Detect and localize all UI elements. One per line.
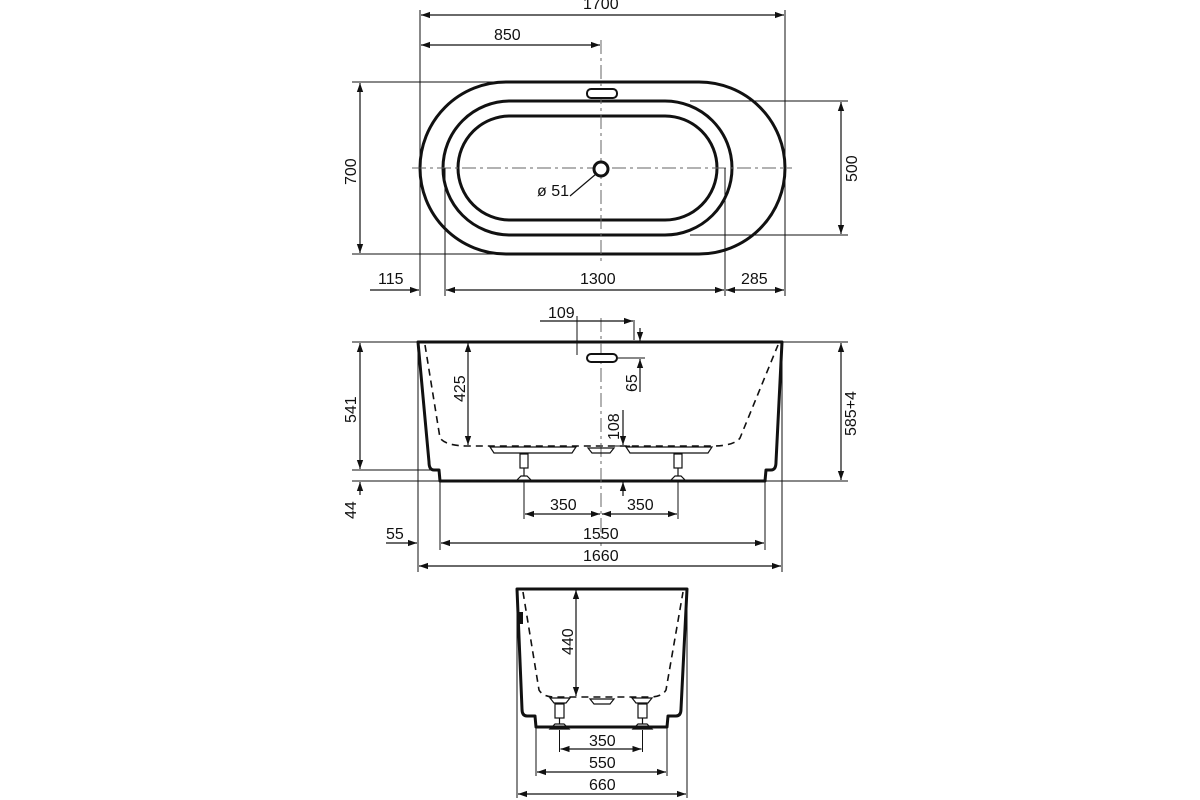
dim-label-44: 44 (343, 501, 360, 519)
dim-label-108: 108 (606, 413, 623, 440)
dim-label-1660: 1660 (583, 548, 619, 565)
foot-left (514, 453, 534, 482)
dim-label-350-right: 350 (627, 497, 654, 514)
dim-label-585: 585+4 (843, 391, 860, 436)
top-view: ø 51 1700 850 700 500 115 1300 285 (343, 0, 861, 296)
foot-right (631, 703, 654, 730)
drain-fitting (586, 447, 616, 454)
overflow-marker (519, 612, 523, 624)
dim-label-850: 850 (494, 27, 521, 44)
dim-label-115: 115 (378, 271, 404, 288)
dim-label-109: 109 (548, 305, 575, 322)
tub-side-basin (424, 344, 779, 447)
tub-end-body (515, 587, 689, 729)
dim-label-440: 440 (560, 628, 577, 655)
foot-right (668, 453, 688, 482)
dim-label-550-end: 550 (589, 755, 616, 772)
dim-label-660-end: 660 (589, 777, 616, 794)
leg-bracket-right (624, 446, 714, 454)
foot-left (548, 703, 571, 730)
overflow-outlet (586, 88, 618, 99)
dim-label-1700: 1700 (583, 0, 619, 13)
dim-label-1300: 1300 (580, 271, 616, 288)
dim-label-700: 700 (343, 158, 360, 185)
drain-fitting (588, 698, 616, 705)
side-view: 109 425 65 108 541 44 585+4 350 350 (343, 305, 860, 572)
dim-label-425: 425 (452, 375, 469, 402)
dim-label-55: 55 (386, 526, 404, 543)
end-view: 440 350 550 660 (515, 587, 689, 798)
overflow-outlet (586, 353, 618, 363)
dim-label-350-left: 350 (550, 497, 577, 514)
drain-leader (569, 173, 597, 197)
dim-label-500: 500 (844, 155, 861, 182)
drain-hole (592, 160, 610, 178)
dim-label-541: 541 (343, 396, 360, 423)
dim-label-65: 65 (624, 374, 641, 392)
leg-bracket (630, 697, 654, 704)
dim-label-285: 285 (741, 271, 768, 288)
leg-bracket-left (488, 446, 578, 454)
drain-diameter-label: ø 51 (537, 183, 569, 200)
dim-label-350-end: 350 (589, 733, 616, 750)
dim-label-1550: 1550 (583, 526, 619, 543)
tub-end-basin (522, 591, 684, 698)
leg-bracket (548, 697, 572, 704)
